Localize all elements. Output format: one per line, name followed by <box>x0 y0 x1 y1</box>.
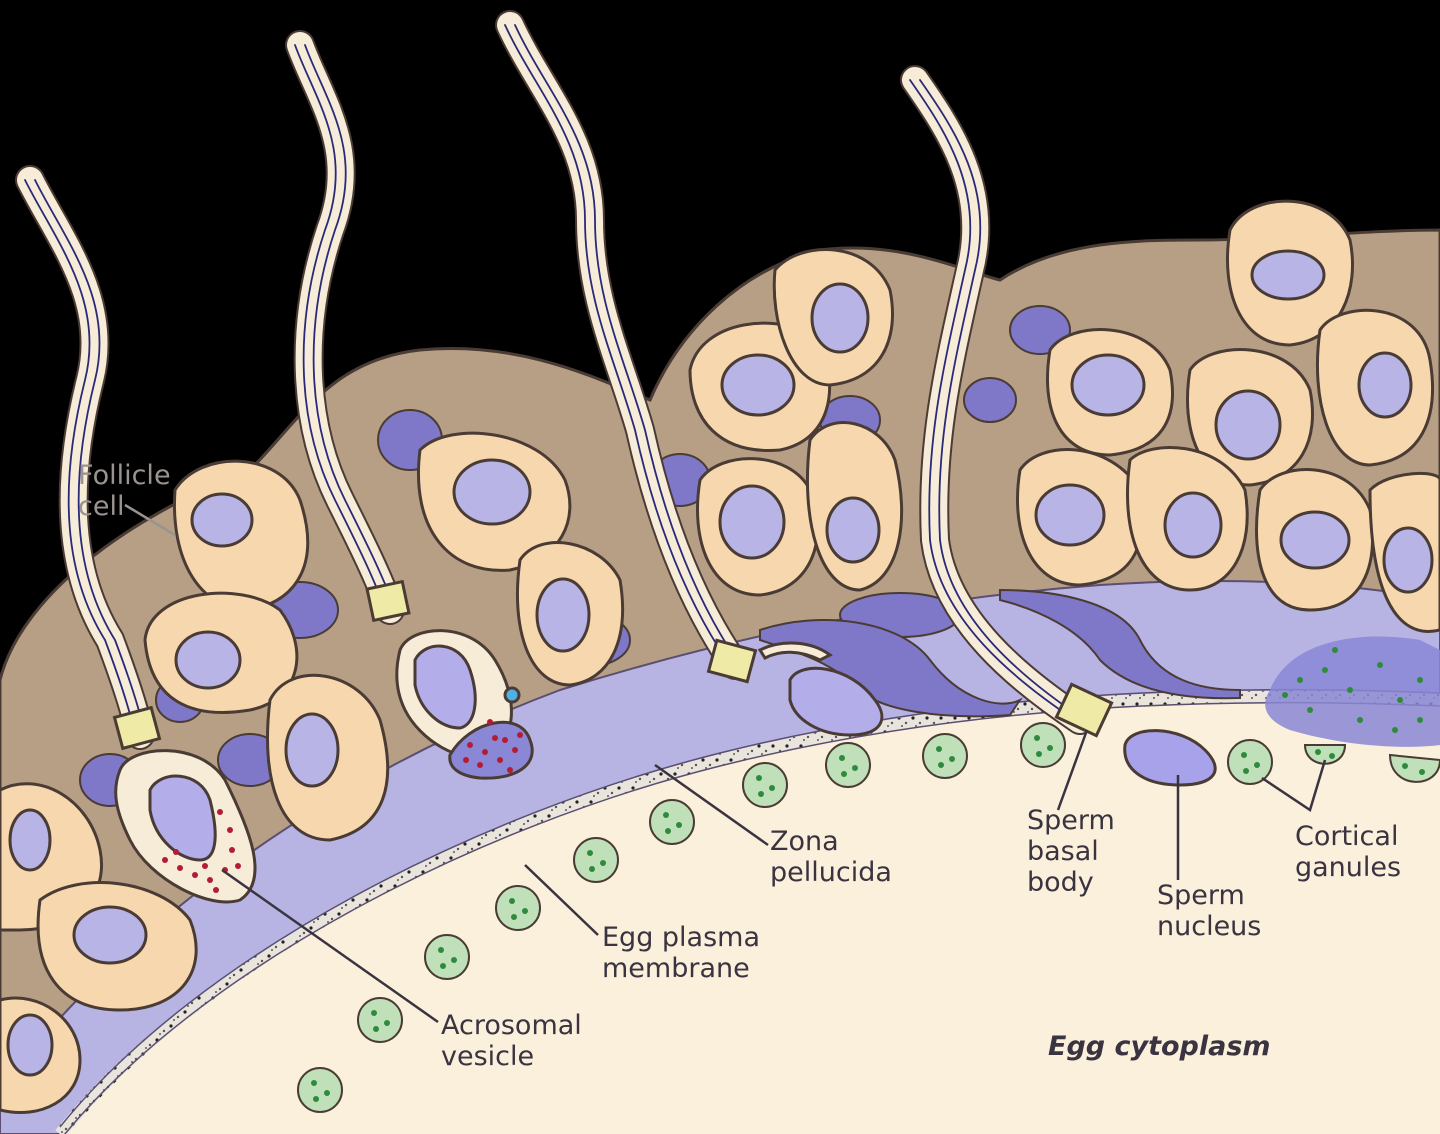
acrosomal-vesicle-label-line1: Acrosomal <box>441 1010 582 1041</box>
cortical-granules <box>297 722 1440 1113</box>
egg-cytoplasm-label-text: Egg cytoplasm <box>1048 1031 1271 1062</box>
follicle-cell <box>1046 328 1174 457</box>
sperm-basal-body-label: Sperm basal body <box>1027 805 1115 898</box>
cortical-granule <box>1020 722 1066 768</box>
cortical-granule <box>357 997 403 1043</box>
fusion-region <box>759 619 1023 718</box>
sperm-nucleus-label: Sperm nucleus <box>1157 880 1261 942</box>
egg-plasma-membrane-label-line1: Egg plasma <box>602 922 761 953</box>
follicle-cell <box>1226 199 1354 347</box>
leader-lines <box>124 503 1327 1024</box>
follicle-cells <box>0 199 1440 1115</box>
cortical-granule <box>825 742 871 788</box>
acrosome-reaction <box>448 720 534 780</box>
follicle-cell <box>516 541 625 687</box>
follicle-cell <box>266 673 390 842</box>
sperm-nucleus <box>1123 729 1217 787</box>
sperm-head-3 <box>706 638 884 737</box>
follicle-cell <box>1316 308 1434 467</box>
follicle-cell <box>772 248 894 387</box>
follicle-cell <box>417 431 572 572</box>
cortical-granule <box>495 885 541 931</box>
follicle-cell <box>172 459 310 612</box>
cortical-granule <box>742 762 788 808</box>
sperm-nucleus-label-line2: nucleus <box>1157 911 1262 942</box>
follicle-cell <box>806 421 904 592</box>
follicle-cell-label-line2: cell <box>78 491 125 522</box>
egg-plasma-membrane-label-line2: membrane <box>602 953 750 984</box>
cortical-granules-label-line1: Cortical <box>1295 821 1399 852</box>
follicle-cell <box>696 457 820 597</box>
acrosomal-vesicle-label-line2: vesicle <box>441 1041 535 1072</box>
cortical-granule <box>297 1067 343 1113</box>
zona-pellucida-label-line2: pellucida <box>770 857 892 888</box>
cortical-granule <box>1303 744 1347 765</box>
egg-cytoplasm-label: Egg cytoplasm <box>1048 1031 1271 1062</box>
cortical-granule <box>573 837 619 883</box>
follicle-cell <box>1255 468 1374 612</box>
cortical-granules-label: Cortical ganules <box>1295 821 1401 883</box>
follicle-cell <box>36 881 198 1012</box>
cortical-granule <box>649 799 695 845</box>
sperm-head-4 <box>1054 682 1217 787</box>
follicle-cell <box>1368 471 1440 633</box>
acrosomal-vesicle-label: Acrosomal vesicle <box>441 1010 582 1072</box>
sperm-nucleus-label-line1: Sperm <box>1157 880 1245 911</box>
sperm-head-1 <box>112 705 257 904</box>
cortical-granule <box>1227 739 1273 785</box>
follicle-cell-label: Follicle cell <box>78 460 171 522</box>
sperm-basal-body-label-line1: Sperm <box>1027 805 1115 836</box>
cortical-granule <box>1388 753 1440 783</box>
zona-pellucida-label-line1: Zona <box>770 826 839 857</box>
follicle-cell <box>1126 446 1249 592</box>
cortical-granule-cluster <box>1265 636 1440 747</box>
follicle-cell <box>143 591 299 714</box>
sperm-basal-body-label-line2: basal <box>1027 836 1099 867</box>
egg-cytoplasm <box>60 696 1440 1134</box>
cortical-granule <box>424 934 470 980</box>
follicle-cell <box>0 996 82 1115</box>
sperm-head-2 <box>365 579 534 780</box>
follicle-cell <box>1016 448 1144 587</box>
cortical-granules-label-line2: ganules <box>1295 852 1402 883</box>
acrosomal-vesicle-1 <box>162 809 241 893</box>
egg-plasma-membrane-label: Egg plasma membrane <box>602 922 760 984</box>
follicle-cell-label-line1: Follicle <box>78 460 171 491</box>
follicle-cell <box>1186 348 1314 487</box>
sperm-tails <box>15 10 1095 750</box>
cortical-granule <box>922 733 968 779</box>
sperm-basal-body-label-line3: body <box>1027 867 1094 898</box>
zona-pellucida-label: Zona pellucida <box>770 826 892 888</box>
